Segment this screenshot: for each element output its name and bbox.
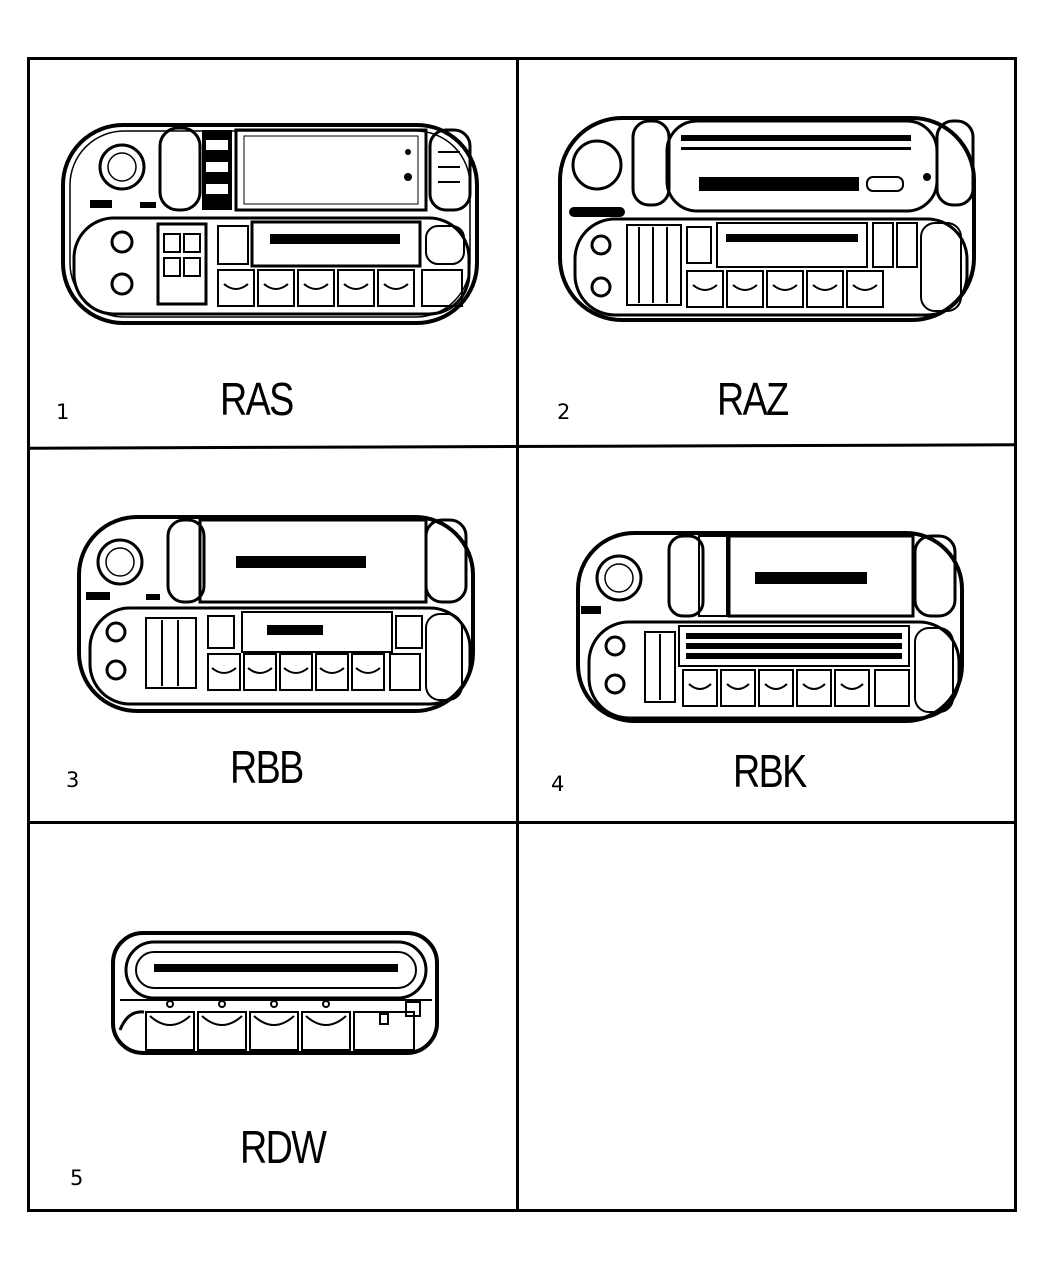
radio-code-label: RBK [733,745,807,797]
cell-item-3: 3 RBB [30,448,516,821]
cell-empty [519,824,1014,1209]
cell-item-5: 5 RDW [30,824,516,1209]
radio-raz-illustration [558,116,976,322]
cell-item-2: 2 RAZ [519,60,1014,445]
frame-left [27,57,30,1212]
radio-rdw-illustration [111,931,439,1055]
item-number: 3 [66,768,80,792]
radio-ras-illustration [61,123,479,325]
radio-code-label: RAZ [717,373,789,425]
divider-vertical [516,57,519,1212]
radio-code-label: RAS [220,373,294,425]
radio-rbk-illustration [576,531,964,723]
cell-item-1: 1 RAS [30,60,516,445]
frame-bottom [27,1209,1017,1212]
radio-rbb-illustration [77,515,475,713]
frame-right [1014,57,1017,1212]
item-number: 1 [56,400,70,424]
frame-top [27,57,1017,60]
cell-item-4: 4 RBK [519,448,1014,821]
radio-code-label: RBB [230,741,304,793]
item-number: 5 [70,1166,84,1190]
item-number: 4 [551,772,565,796]
divider-row2 [27,821,1017,824]
item-number: 2 [557,400,571,424]
radio-code-label: RDW [240,1121,327,1173]
